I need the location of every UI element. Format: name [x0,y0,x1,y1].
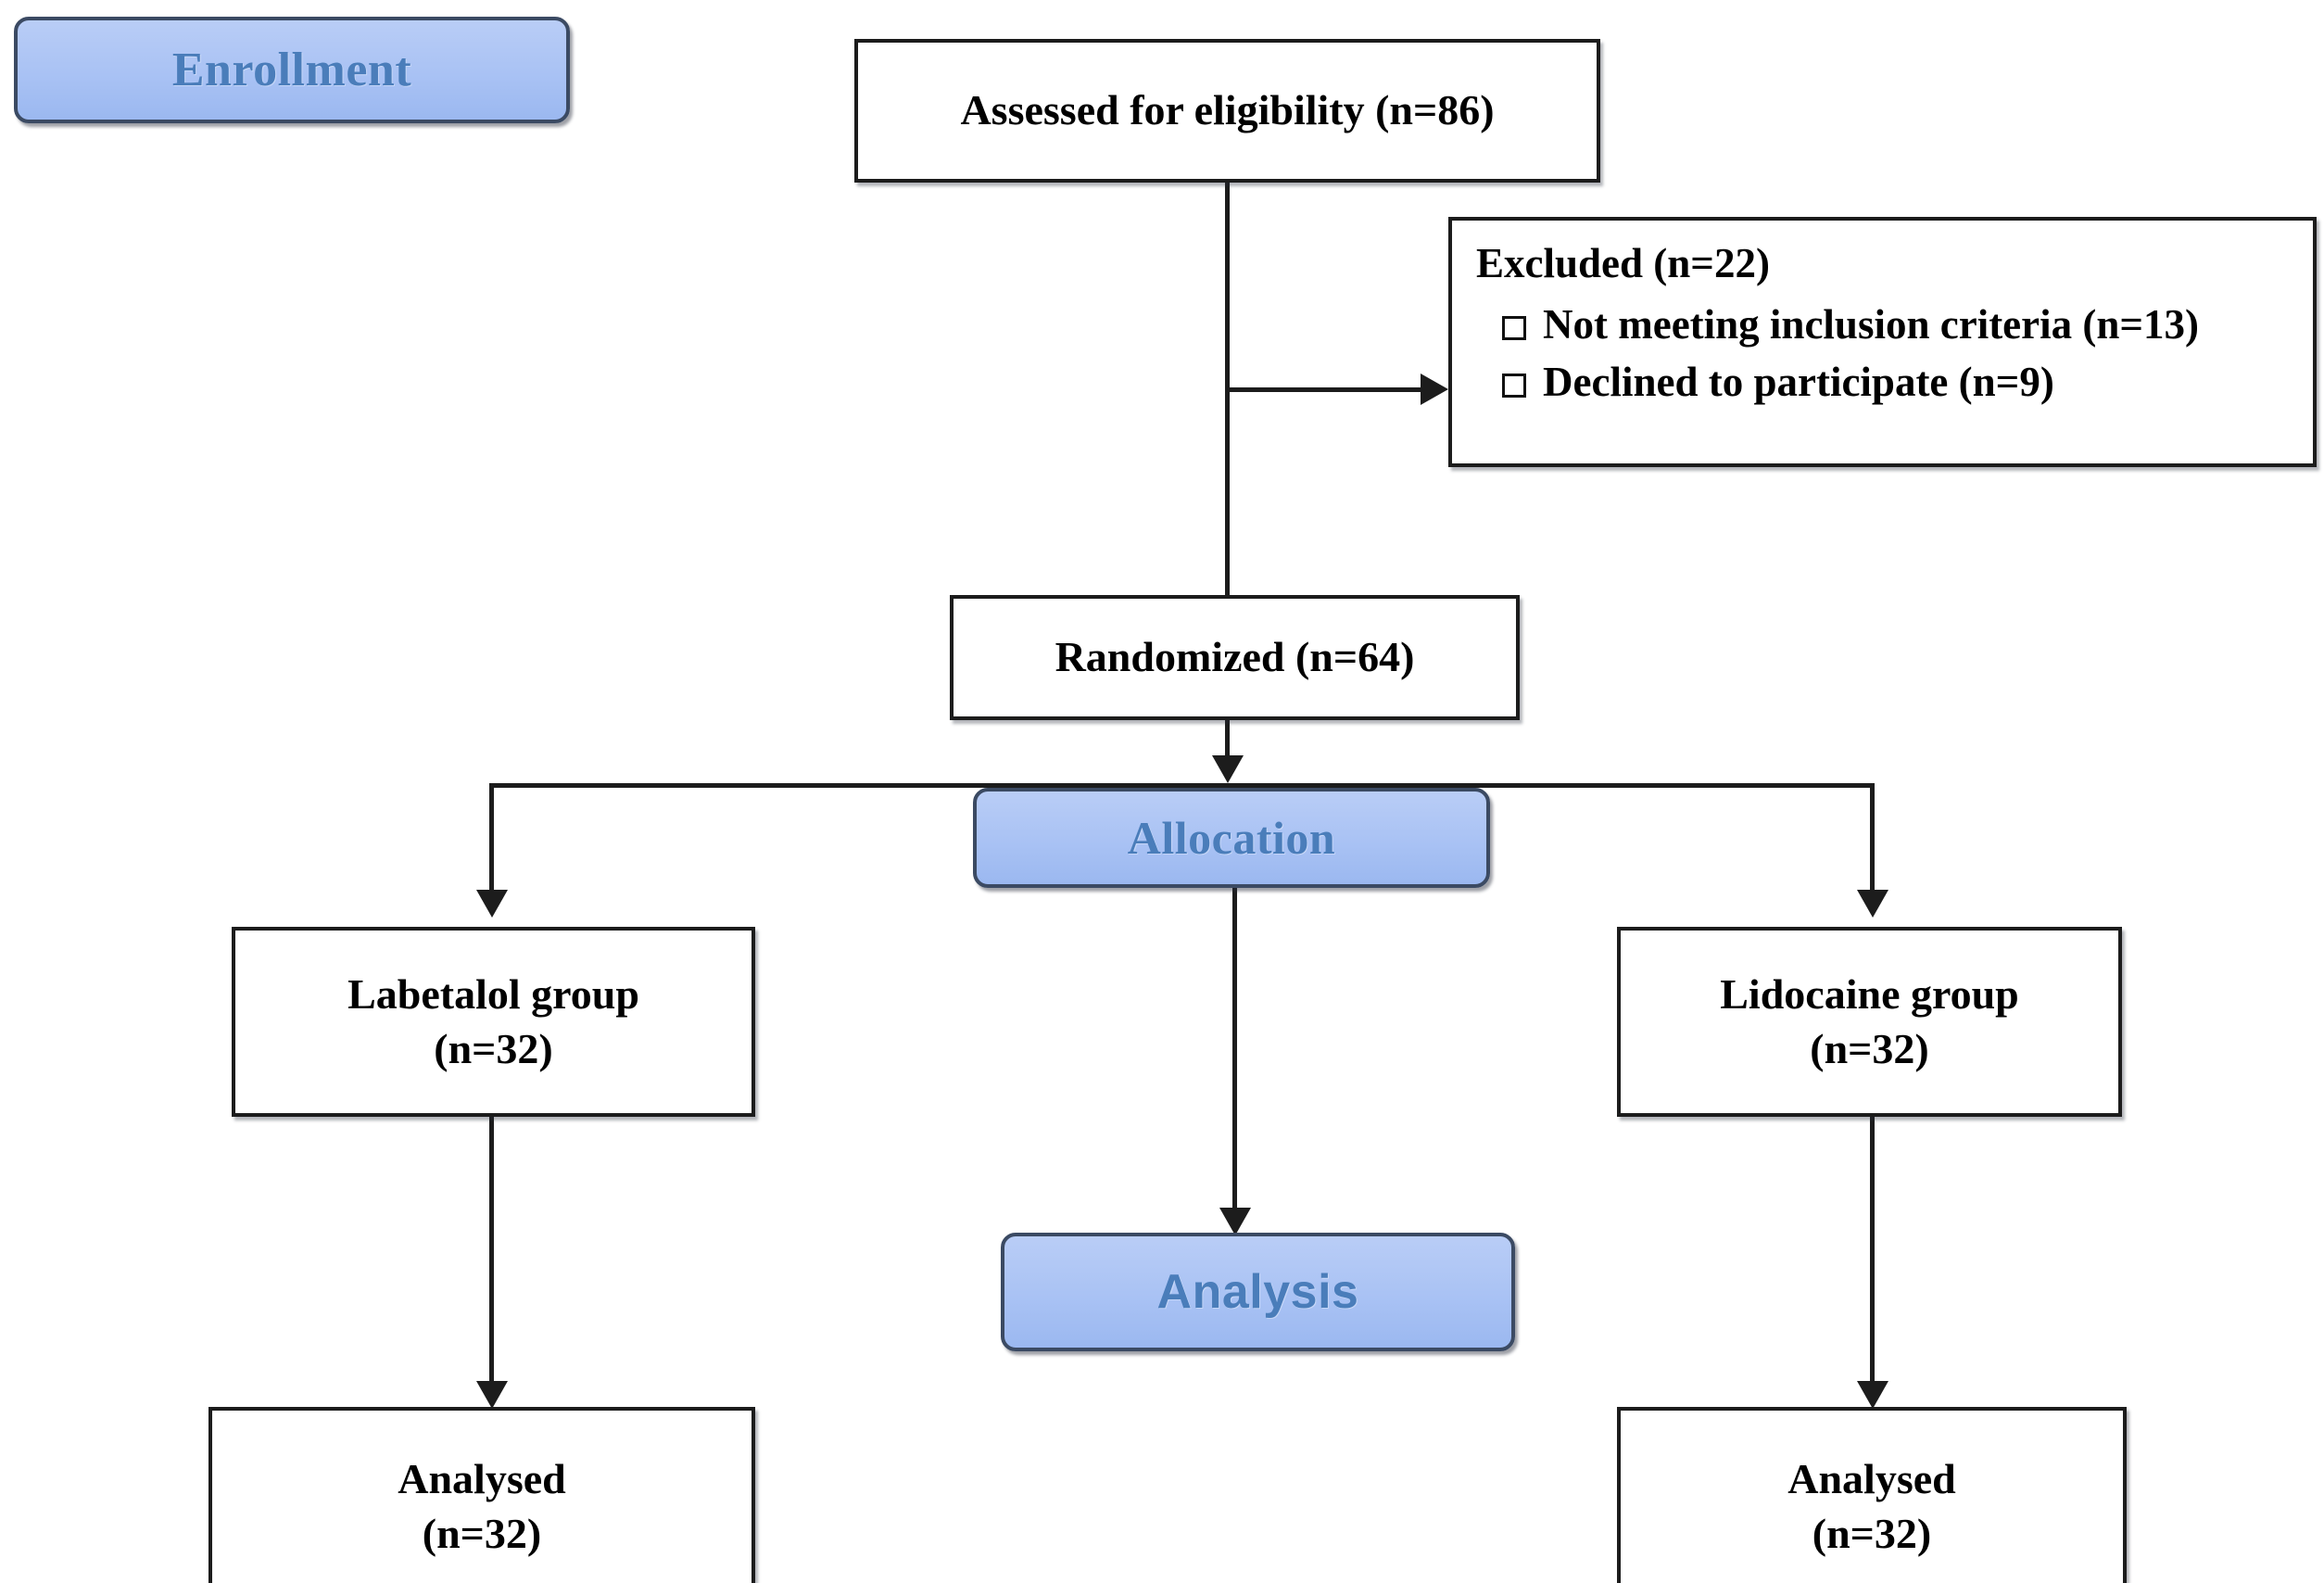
node-excluded-body: Excluded (n=22) Not meeting inclusion cr… [1452,221,2216,424]
node-labetalol-group: Labetalol group (n=32) [232,927,755,1117]
node-excluded-reason-1: Not meeting inclusion criteria (n=13) [1502,300,2199,348]
node-excluded-reason-2-label: Declined to participate (n=9) [1543,359,2054,405]
node-assessed-for-eligibility-label: Assessed for eligibility (n=86) [960,86,1495,134]
node-analysed-left-line2: (n=32) [422,1509,542,1557]
node-randomized-label: Randomized (n=64) [1055,633,1415,681]
node-excluded: Excluded (n=22) Not meeting inclusion cr… [1448,217,2317,467]
node-assessed-for-eligibility: Assessed for eligibility (n=86) [854,39,1600,183]
stage-banner-allocation-label: Allocation [1127,812,1336,864]
node-analysed-left: Analysed (n=32) [208,1407,755,1583]
arrowhead-allocation-to-analysis [1219,1208,1251,1235]
arrowhead-randomized-to-split [1212,755,1244,783]
connector-allocation-splitter [489,783,1875,788]
node-analysed-left-label: Analysed (n=32) [385,1452,578,1562]
node-labetalol-group-line1: Labetalol group [347,969,639,1018]
node-excluded-reason-2: Declined to participate (n=9) [1502,358,2199,406]
node-labetalol-group-line2: (n=32) [434,1024,553,1072]
stage-banner-enrollment: Enrollment [14,17,570,123]
arrowhead-split-to-lidocaine [1857,890,1888,918]
node-analysed-right-label: Analysed (n=32) [1775,1452,1968,1562]
square-outline-bullet-icon [1502,374,1526,398]
node-excluded-reason-1-label: Not meeting inclusion criteria (n=13) [1543,301,2200,348]
connector-allocation-to-analysis [1232,885,1237,1223]
arrowhead-labetalol-to-analysed [476,1381,508,1409]
arrowhead-split-to-labetalol [476,890,508,918]
node-analysed-right: Analysed (n=32) [1617,1407,2127,1583]
connector-split-to-labetalol [489,783,494,894]
node-lidocaine-group: Lidocaine group (n=32) [1617,927,2122,1117]
arrowhead-lidocaine-to-analysed [1857,1381,1888,1409]
square-outline-bullet-icon [1502,316,1526,340]
node-excluded-title: Excluded (n=22) [1476,240,1770,286]
connector-lidocaine-to-analysed [1870,1117,1875,1386]
node-randomized: Randomized (n=64) [950,595,1520,720]
connector-to-excluded [1225,387,1424,392]
node-analysed-right-line1: Analysed [1787,1454,1956,1502]
connector-labetalol-to-analysed [489,1117,494,1386]
node-labetalol-group-label: Labetalol group (n=32) [335,968,652,1077]
connector-randomized-to-split [1225,720,1230,757]
stage-banner-analysis-label: Analysis [1156,1265,1359,1319]
arrowhead-to-excluded [1421,374,1448,405]
node-analysed-left-line1: Analysed [398,1454,566,1502]
node-lidocaine-group-line2: (n=32) [1810,1024,1929,1072]
connector-split-to-lidocaine [1870,783,1875,894]
stage-banner-enrollment-label: Enrollment [171,44,412,96]
node-analysed-right-line2: (n=32) [1812,1509,1932,1557]
node-lidocaine-group-line1: Lidocaine group [1720,969,2019,1018]
stage-banner-analysis: Analysis [1001,1233,1515,1351]
stage-banner-allocation: Allocation [973,788,1490,888]
node-lidocaine-group-label: Lidocaine group (n=32) [1707,968,2032,1077]
